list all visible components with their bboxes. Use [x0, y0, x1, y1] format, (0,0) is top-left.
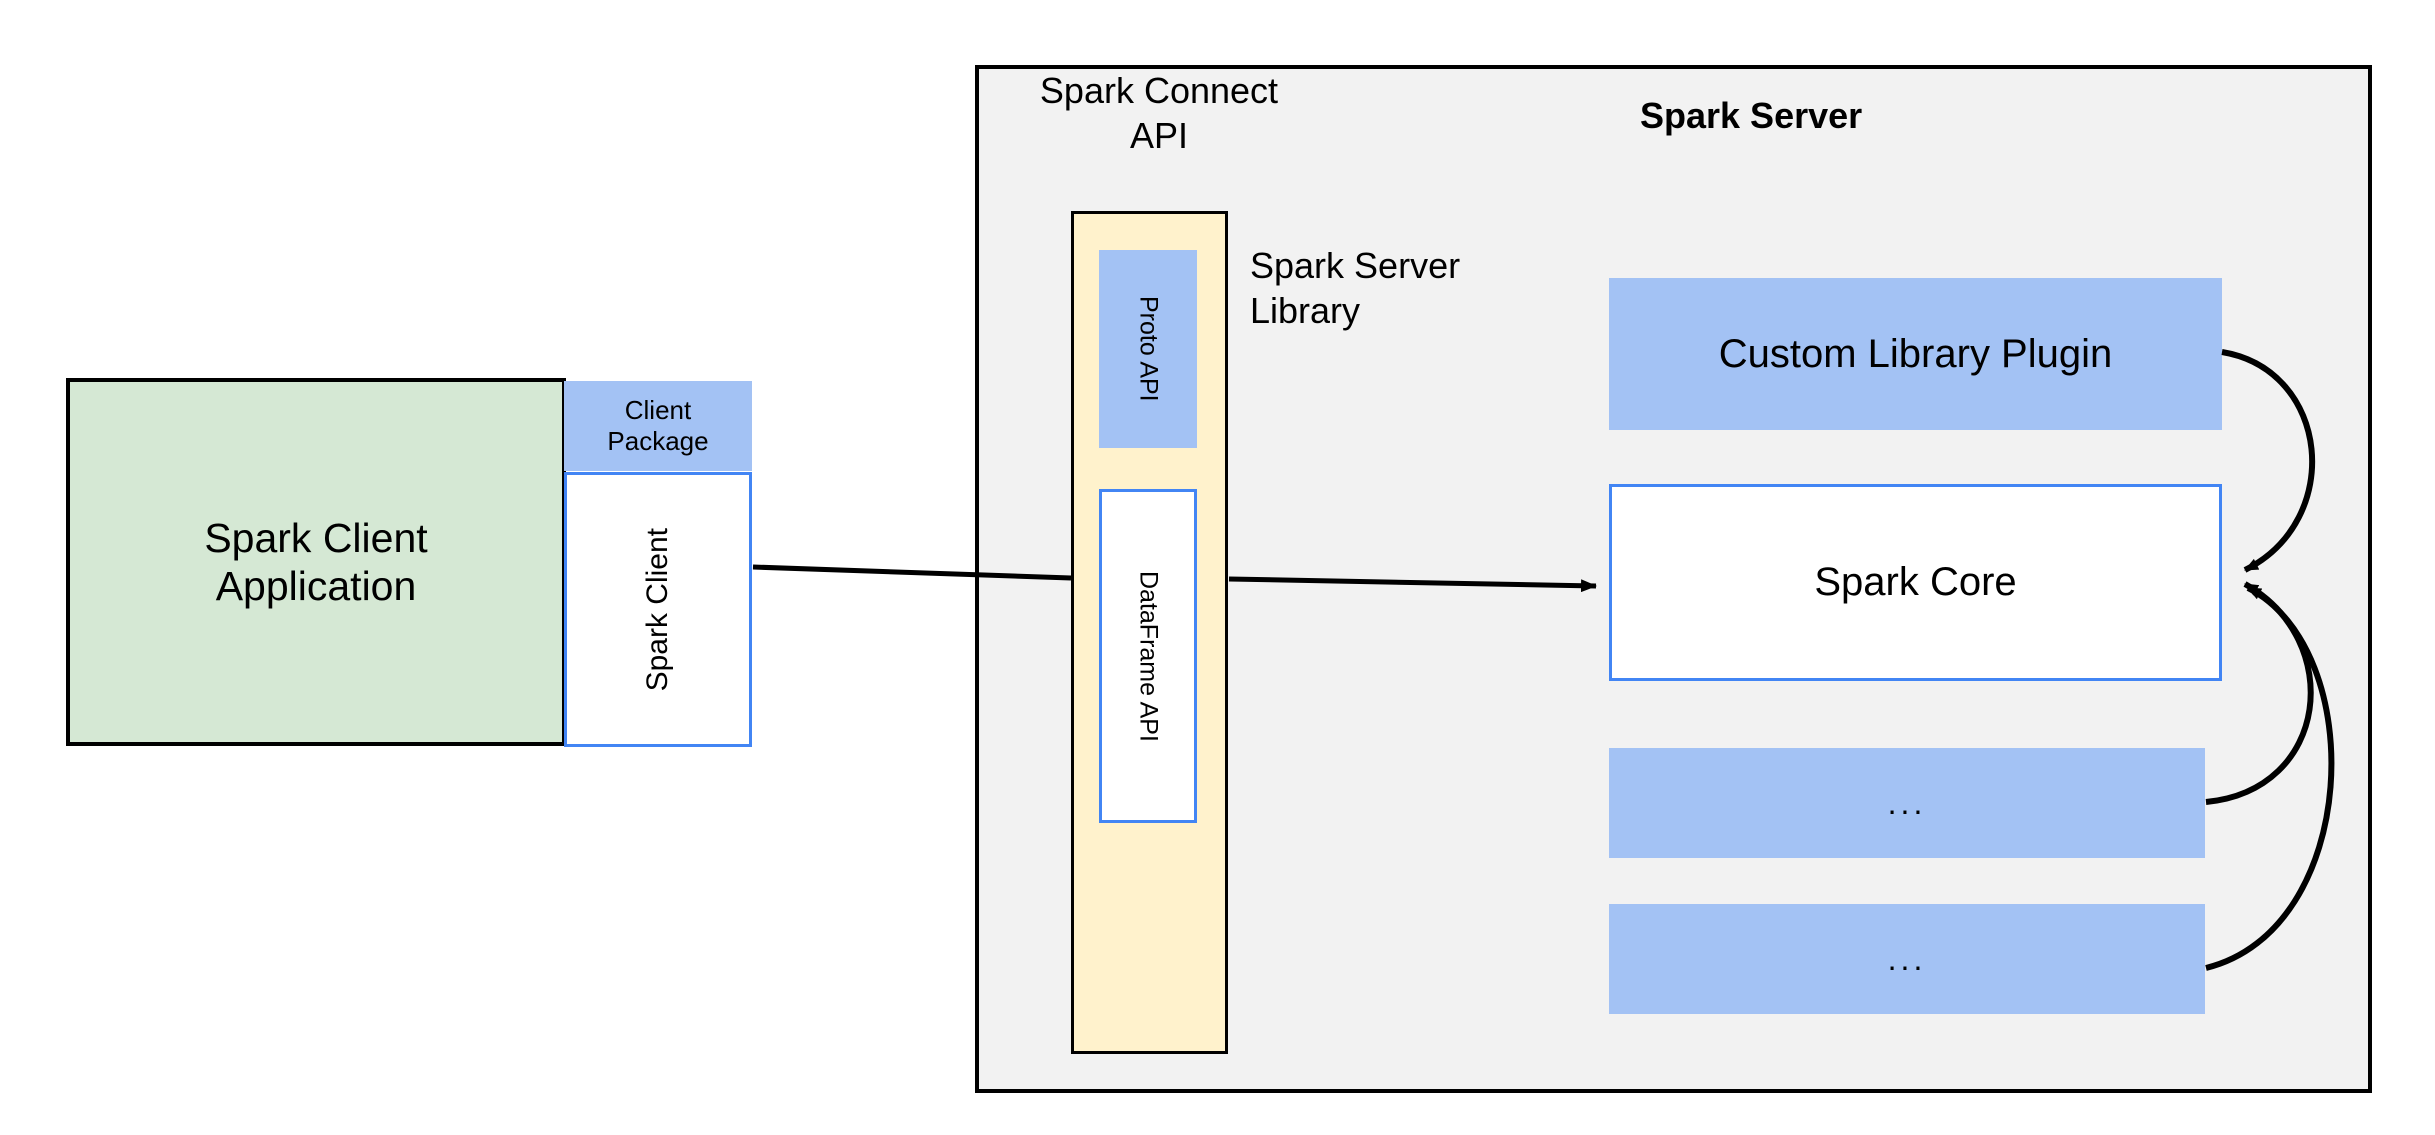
spark-server-title: Spark Server	[1640, 95, 1863, 136]
ellipsis-box-two: ...	[1609, 904, 2205, 1014]
spark-client-application-label: Spark Client Application	[204, 514, 427, 611]
spark-connect-api-label-line1: Spark Connect	[1039, 70, 1279, 111]
spark-connect-api-label: Spark Connect API	[1019, 68, 1299, 158]
proto-api-label: Proto API	[1134, 296, 1163, 402]
custom-library-plugin-label: Custom Library Plugin	[1718, 331, 2113, 376]
ellipsis-label-one: ...	[1887, 784, 1927, 821]
client-package-label-line2: Package	[607, 426, 709, 456]
spark-client-application-box: Spark Client Application	[66, 378, 566, 746]
client-package-label: Client Package	[607, 395, 708, 457]
spark-server-library-label-line2: Library	[1250, 290, 1361, 331]
client-package-box: Client Package	[564, 381, 752, 471]
spark-client-box: Spark Client	[564, 472, 752, 747]
spark-connect-api-label-line2: API	[1129, 115, 1189, 156]
client-package-label-line1: Client	[624, 394, 692, 425]
ellipsis-box-one: ...	[1609, 748, 2205, 858]
client-app-label-line2: Application	[215, 563, 417, 609]
spark-server-library-label: Spark Server Library	[1250, 243, 1550, 353]
spark-core-box: Spark Core	[1609, 484, 2222, 681]
dataframe-api-box: DataFrame API	[1099, 489, 1197, 823]
proto-api-box: Proto API	[1099, 250, 1197, 448]
client-app-label-line1: Spark Client	[204, 514, 428, 561]
custom-library-plugin-box: Custom Library Plugin	[1609, 278, 2222, 430]
spark-server-library-label-line1: Spark Server	[1250, 245, 1461, 286]
spark-client-label: Spark Client	[641, 527, 674, 692]
spark-core-label: Spark Core	[1814, 560, 2017, 604]
dataframe-api-label: DataFrame API	[1134, 570, 1163, 742]
ellipsis-label-two: ...	[1887, 940, 1927, 977]
